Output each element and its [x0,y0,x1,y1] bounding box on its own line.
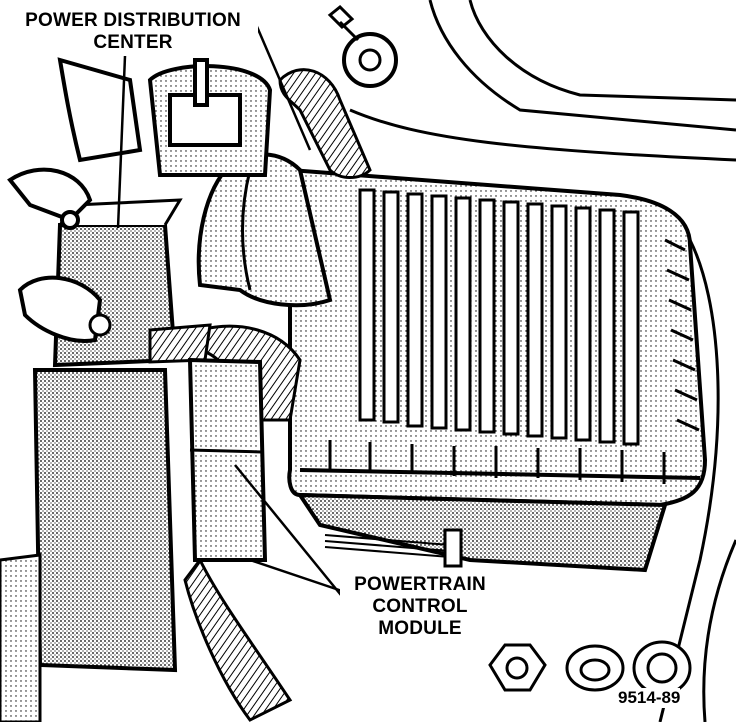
leader-lines [116,21,346,601]
figure-number: 9514-89 [618,688,681,708]
pcm-label-line2: CONTROL [372,596,468,617]
engine-upper-left [7,57,273,230]
air-intake-tube [196,152,333,308]
powertrain-control-module [296,492,668,573]
power-distribution-center-label: POWER DISTRIBUTION CENTER [8,10,258,54]
cable-connector [327,4,398,88]
center-bracket [187,357,268,562]
hardware-nuts [488,640,692,696]
pcm-label-line3: MODULE [378,618,462,639]
air-cleaner-housing [287,167,708,508]
battery-tray [0,368,178,722]
pcm-label-line1: POWERTRAIN [354,574,486,595]
body-panel-lines [349,0,736,722]
powertrain-control-module-label: POWERTRAIN CONTROL MODULE [340,574,500,640]
pdc-label-line2: CENTER [93,32,173,53]
pdc-label-line1: POWER DISTRIBUTION [25,10,241,31]
power-distribution-center [17,198,212,368]
